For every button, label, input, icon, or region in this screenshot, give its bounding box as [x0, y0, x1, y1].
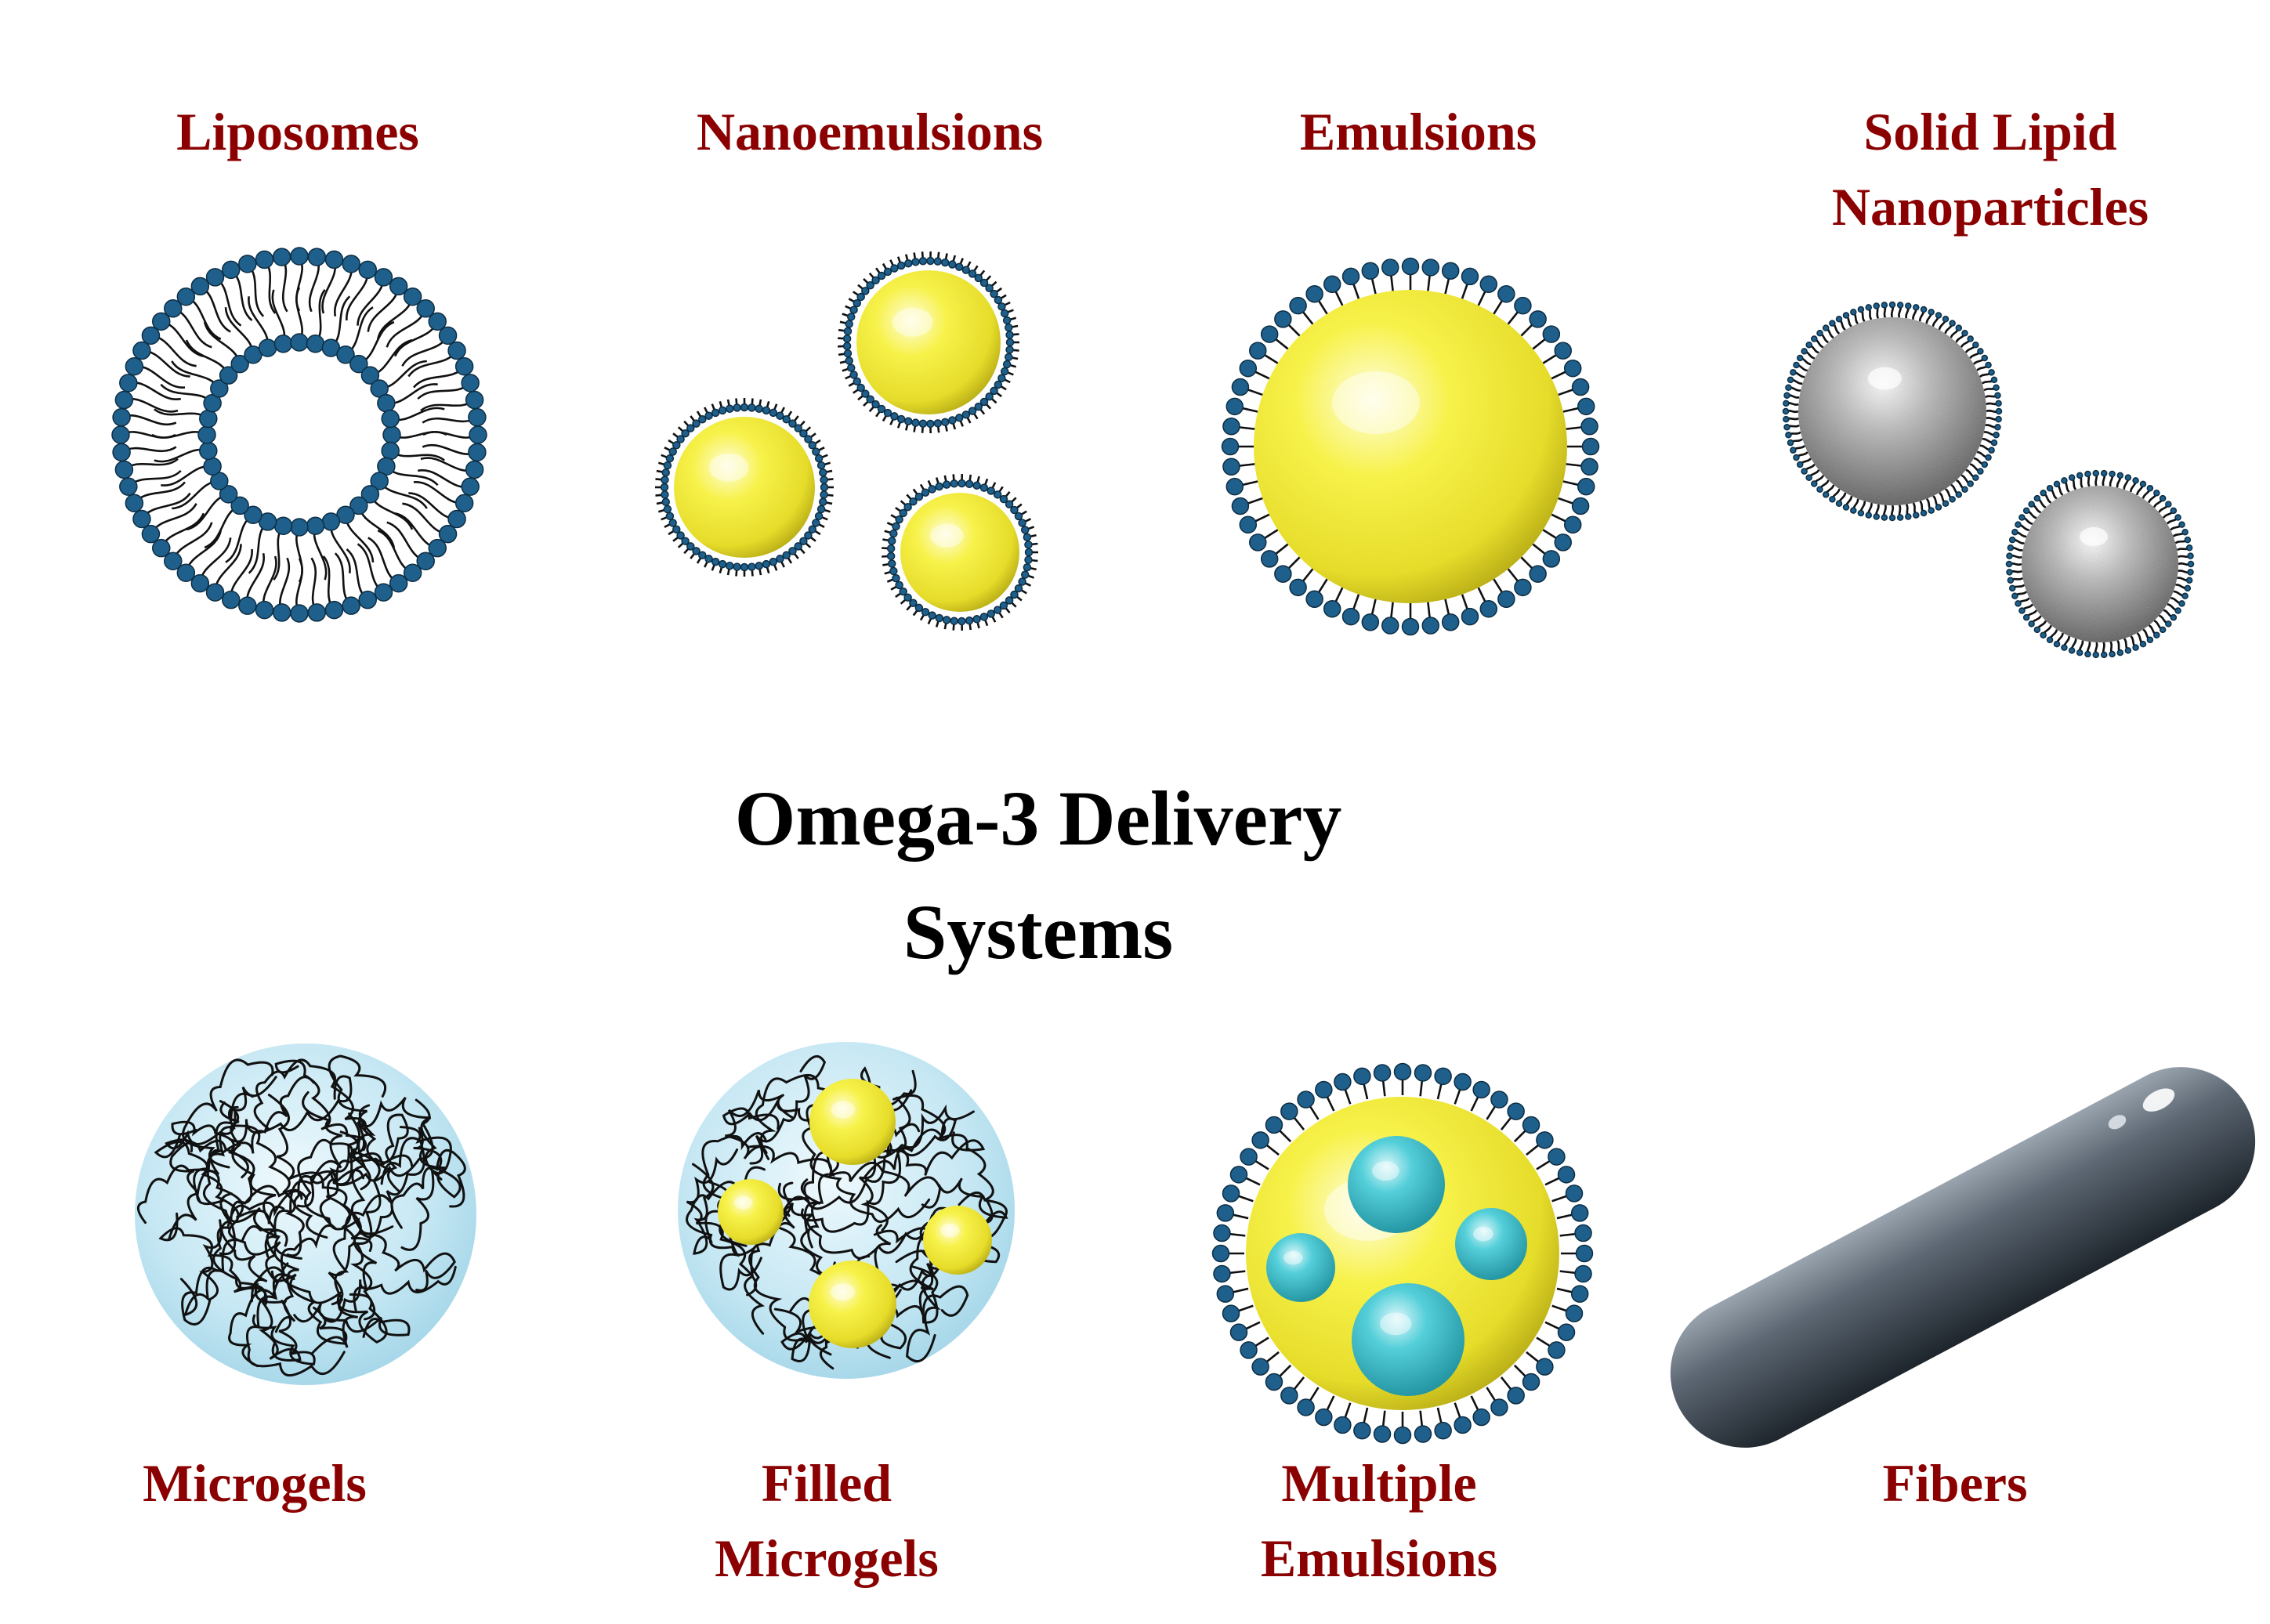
label-filled-line1: Filled [761, 1453, 892, 1513]
label-fibers: Fibers [1882, 1453, 2028, 1513]
label-liposomes: Liposomes [176, 102, 419, 161]
label-microgels: Microgels [143, 1453, 367, 1513]
label-solid-lipid-line2: Nanoparticles [1831, 177, 2149, 237]
main-title-line2: Systems [903, 888, 1174, 975]
fiber-graphic [1670, 1067, 2256, 1448]
emulsion-graphic [1221, 257, 1600, 636]
label-emulsions: Emulsions [1299, 102, 1537, 161]
solid-lipid-nanoparticle-graphic [1782, 301, 2195, 659]
label-multiple-line2: Emulsions [1260, 1528, 1498, 1588]
nanoemulsion-graphic [655, 251, 1038, 631]
microgel-graphic [135, 1043, 476, 1385]
multiple-emulsion-graphic [1211, 1062, 1594, 1445]
label-filled-line2: Microgels [715, 1528, 939, 1588]
label-multiple-line1: Multiple [1281, 1453, 1477, 1513]
liposome-graphic [111, 247, 487, 623]
label-solid-lipid-line1: Solid Lipid [1863, 102, 2117, 161]
main-title-line1: Omega-3 Delivery [734, 775, 1342, 862]
filled-microgel-graphic [678, 1042, 1015, 1379]
label-nanoemulsions: Nanoemulsions [696, 102, 1044, 161]
